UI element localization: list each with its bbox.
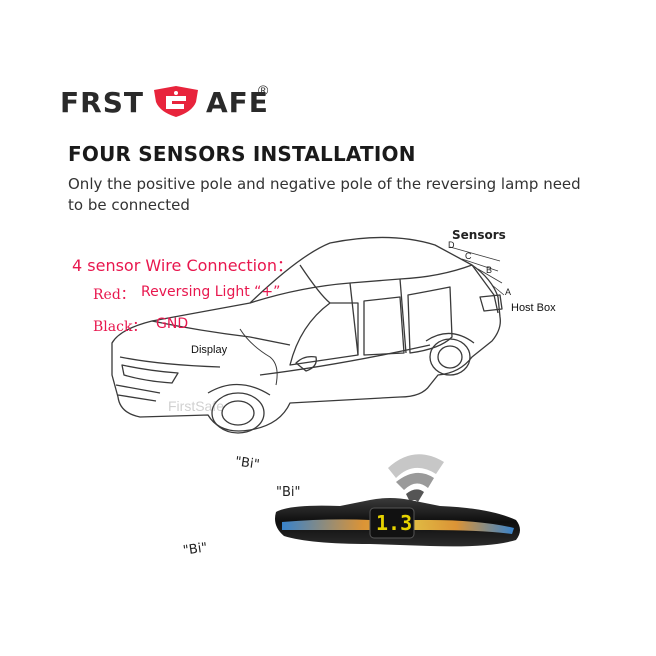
sensor-letter-d: D [448, 240, 455, 250]
distance-digit-readout: 1.3 [376, 511, 413, 535]
red-wire-value: Reversing Light “+” [141, 284, 281, 300]
shield-logo-icon [154, 86, 198, 117]
logo-text-right: AFE [206, 86, 269, 119]
host-box-label: Host Box [511, 302, 556, 314]
logo-text-left: FRST [60, 86, 144, 119]
rearview-display-unit [275, 498, 520, 547]
signal-waves-icon [388, 454, 444, 502]
page-subtitle: Only the positive pole and negative pole… [68, 175, 581, 214]
registered-mark: ® [258, 82, 269, 98]
car-diagram [111, 236, 505, 434]
sensor-letter-b: B [486, 265, 493, 275]
red-wire-label: Red： [93, 287, 135, 303]
sensors-label: Sensors [452, 228, 506, 242]
black-wire-label: Black： [93, 319, 147, 335]
beep-text: "Bi" [182, 540, 209, 559]
black-wire-value: GND [156, 316, 189, 332]
sensor-letter-c: C [465, 251, 472, 261]
watermark-text: FirstSafe [168, 398, 225, 414]
beep-text: "Bi" [234, 454, 261, 473]
brand-logo: FRST AFE ® [60, 82, 290, 122]
display-label: Display [191, 344, 228, 356]
wire-connection-heading: 4 sensor Wire Connection： [72, 256, 293, 275]
beep-text: "Bi" [276, 485, 301, 500]
sensor-letter-a: A [505, 287, 512, 297]
page-title: FOUR SENSORS INSTALLATION [68, 142, 416, 166]
